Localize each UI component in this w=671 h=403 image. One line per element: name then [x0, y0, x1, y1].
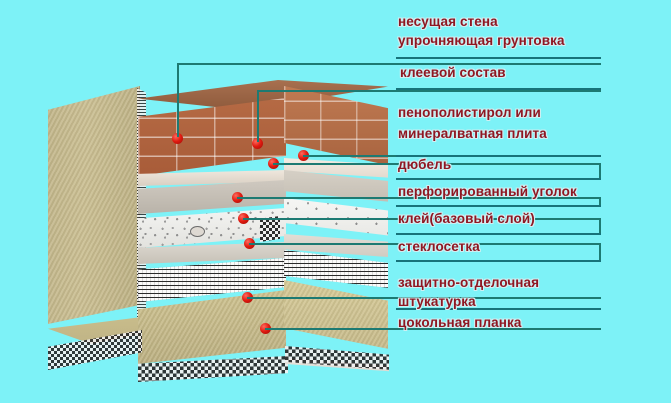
leader-adhesive-v: [257, 90, 259, 142]
rule-bearing-wall: [396, 57, 601, 59]
perforated-corner-bead: [260, 216, 280, 242]
left-return-wall-finish: [48, 86, 140, 324]
label-finish-plaster-line2: штукатурка: [398, 294, 476, 309]
leader-mesh-v: [599, 243, 601, 260]
label-insulation-board-line2: минералватная плита: [398, 126, 547, 141]
label-insulation-board-line1: пенополистирол или: [398, 105, 541, 120]
label-bearing-wall-line2: упрочняющая грунтовка: [398, 33, 565, 48]
primer-layer-front: [138, 170, 286, 186]
wall-cutaway-illustration: [38, 58, 398, 382]
dowel-fastener-icon: [190, 226, 205, 237]
label-finish-plaster-line1: защитно-отделочная: [398, 275, 540, 290]
rule-glass-mesh: [396, 260, 601, 262]
leader-basecoat-v: [599, 218, 601, 233]
leader-bearing-wall-v: [177, 63, 179, 137]
rule-base-coat: [396, 233, 601, 235]
leader-basecoat-h: [243, 218, 601, 220]
marker-bearing-wall: [172, 133, 183, 144]
leader-dowel-h: [273, 163, 601, 165]
label-adhesive: клеевой состав: [400, 65, 506, 80]
label-bearing-wall-line1: несущая стена: [398, 14, 498, 29]
rule-adhesive: [396, 88, 601, 90]
label-perforated-corner: перфорированный уголок: [398, 184, 577, 199]
rule-insulation-board: [396, 155, 601, 157]
leader-perfcorner-v: [599, 197, 601, 205]
brick-wall-front-face: [138, 98, 286, 176]
rule-perforated-corner: [396, 205, 601, 207]
leader-finish-h: [247, 297, 601, 299]
marker-adhesive: [252, 138, 263, 149]
rule-finish-plaster: [396, 308, 601, 310]
leader-mesh-h: [249, 243, 601, 245]
leader-plinth-h: [265, 328, 601, 330]
leader-adhesive-h: [257, 90, 601, 92]
label-glass-mesh: стеклосетка: [398, 239, 480, 254]
leader-bearing-wall-h: [177, 63, 601, 65]
rule-dowel: [396, 178, 601, 180]
label-plinth-strip: цокольная планка: [398, 315, 522, 330]
leader-dowel-v: [599, 163, 601, 178]
label-dowel: дюбель: [398, 157, 452, 172]
leader-perfcorner-h: [237, 197, 601, 199]
label-base-coat: клей(базовый слой): [398, 211, 535, 226]
